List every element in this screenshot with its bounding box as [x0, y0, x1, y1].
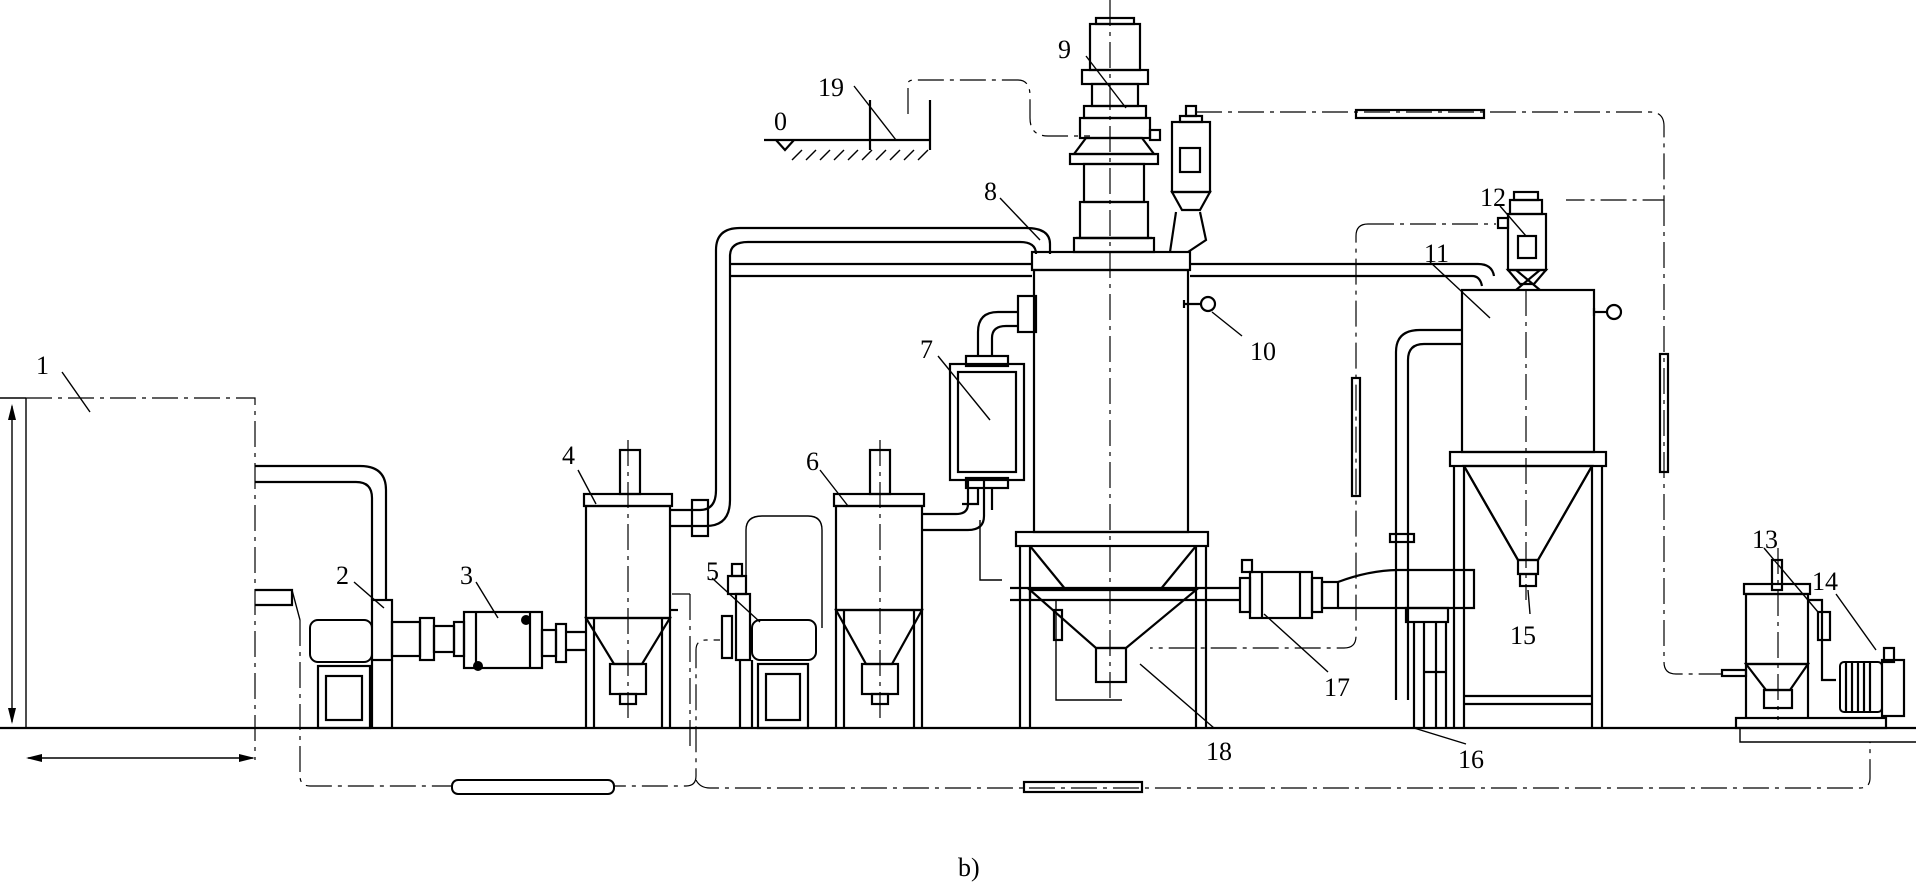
label-5: 5	[706, 557, 719, 586]
label-9: 9	[1058, 35, 1071, 64]
pump-14	[1839, 646, 1906, 718]
label-17: 17	[1324, 673, 1350, 702]
pump-5	[720, 515, 823, 730]
tank-outlet-pipe	[255, 588, 301, 621]
riser-pipe-16	[1388, 328, 1462, 700]
pump-2	[309, 598, 466, 730]
label-16: 16	[1458, 745, 1484, 774]
storage-tank	[0, 397, 256, 762]
label-11: 11	[1424, 239, 1449, 268]
tank-13	[1720, 548, 1888, 730]
label-15: 15	[1510, 621, 1536, 650]
label-1: 1	[36, 351, 49, 380]
label-2: 2	[336, 561, 349, 590]
leader-lines	[61, 55, 1877, 745]
label-4: 4	[562, 441, 575, 470]
label-8: 8	[984, 177, 997, 206]
mixer-3	[462, 610, 586, 671]
gauge-10	[1182, 295, 1217, 313]
label-18: 18	[1206, 737, 1232, 766]
header-pipe	[730, 262, 1496, 287]
riser-pipe-4	[670, 226, 1052, 538]
ground-line	[0, 726, 1916, 743]
label-3: 3	[460, 561, 473, 590]
filter-7	[948, 294, 1038, 581]
pump-17	[1010, 558, 1476, 728]
control-lines	[299, 108, 1871, 795]
label-13: 13	[1752, 525, 1778, 554]
label-19: 19	[818, 73, 844, 102]
figure-caption: b)	[958, 853, 980, 882]
component-labels: 1 2 3 4 5 6 7 8 9 10 11 12 13 14 15 16 1…	[36, 35, 1838, 774]
tank-6	[832, 440, 986, 728]
cyclone-separator	[1168, 104, 1212, 253]
label-10: 10	[1250, 337, 1276, 366]
drive-9	[1068, 16, 1162, 254]
label-7: 7	[920, 335, 933, 364]
reactor-8	[1014, 0, 1210, 728]
tank-4	[582, 440, 691, 750]
ground-label: 0	[774, 107, 787, 136]
level-reference-19	[764, 79, 1090, 161]
vessel-11	[1448, 288, 1623, 728]
tank-suction-pipe	[255, 464, 388, 600]
cyclone-12	[1496, 190, 1549, 291]
label-12: 12	[1480, 183, 1506, 212]
label-14: 14	[1812, 567, 1838, 596]
label-6: 6	[806, 447, 819, 476]
